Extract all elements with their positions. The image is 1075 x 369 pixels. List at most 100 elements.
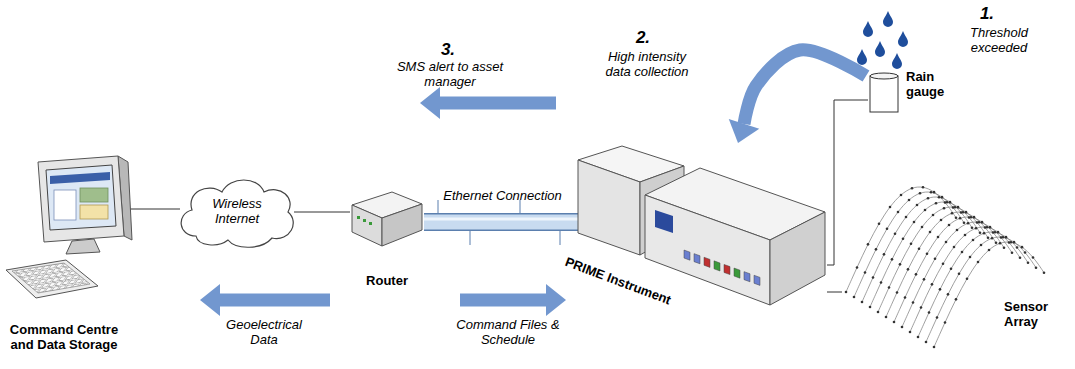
sensor-mesh [931, 283, 934, 286]
sensor-mesh [885, 316, 888, 319]
sensor-mesh [883, 253, 886, 256]
instrument-icon [714, 261, 720, 271]
computer-icon [6, 260, 98, 298]
sensor-mesh [846, 187, 956, 292]
sensor-mesh [934, 242, 1044, 347]
diagram-node: Router [350, 188, 424, 248]
sensor-mesh [973, 216, 976, 219]
sensor-mesh [928, 311, 931, 314]
sensor-mesh [980, 244, 983, 247]
sensor-mesh [854, 192, 964, 297]
computer-icon [38, 156, 124, 242]
sensor-mesh [983, 232, 986, 235]
sensor-mesh [929, 231, 932, 234]
sensor-mesh [949, 201, 952, 204]
rain-gauge-icon [857, 49, 867, 65]
command-arrow [460, 294, 546, 307]
sensor-mesh [989, 226, 992, 229]
connector-line [827, 292, 842, 293]
sensor-mesh [864, 271, 867, 274]
sensor-mesh [930, 191, 933, 194]
sensor-mesh [942, 263, 945, 266]
sensor-mesh [953, 246, 956, 249]
rain-gauge-icon [883, 11, 893, 27]
ethernet-cable-outline [424, 213, 581, 231]
sensor-mesh [986, 226, 989, 229]
sensor-mesh [862, 197, 972, 302]
node-label: Rain gauge [906, 70, 954, 100]
sensor-mesh [913, 221, 916, 224]
sensor-mesh [902, 238, 905, 241]
sensor-mesh [897, 211, 900, 214]
instrument-icon [684, 250, 760, 285]
sensor-mesh [894, 233, 897, 236]
router-icon [357, 216, 360, 219]
sensor-mesh [894, 217, 1004, 322]
alert-arrow-head [420, 87, 440, 119]
sensor-mesh [908, 199, 911, 202]
sensor-mesh [875, 248, 878, 251]
callout-text: Threshold exceeded [958, 26, 1040, 56]
sensor-mesh [909, 331, 912, 334]
node-label: PRIME Instrument [563, 255, 718, 325]
diagram-node: Sensor Array [842, 185, 1064, 357]
callout-number: 2. [628, 28, 658, 48]
sensor-mesh [981, 221, 984, 224]
sensor-mesh [867, 243, 870, 246]
callout-text: Geoelectrical Data [214, 318, 314, 348]
computer-icon [54, 190, 76, 220]
instrument-icon [754, 275, 760, 285]
router-icon [352, 205, 382, 246]
connector-group [729, 50, 866, 143]
sensor-mesh [888, 286, 891, 289]
sensor-mesh [1035, 266, 1038, 269]
sensor-mesh [877, 311, 880, 314]
ethernet-cable [424, 215, 581, 230]
sensor-mesh [964, 234, 967, 237]
sensor-mesh [987, 236, 990, 239]
node-label: Command Centre and Data Storage [0, 323, 131, 353]
rain-gauge-icon [898, 31, 908, 47]
sensor-mesh [889, 206, 892, 209]
ethernet-ticks [438, 200, 560, 245]
sensor-mesh [921, 226, 924, 229]
rain-gauge-icon [857, 11, 908, 69]
sensor-mesh [991, 237, 994, 240]
router-icon [382, 204, 422, 246]
sensor-mesh [962, 211, 965, 214]
connector-line [123, 209, 180, 210]
sensor-mesh [896, 291, 899, 294]
sensor-mesh [910, 227, 1020, 332]
sensor-mesh [919, 192, 922, 195]
sensor-mesh [963, 221, 966, 224]
sensor-mesh [924, 209, 927, 212]
sensor-mesh [1032, 256, 1035, 259]
instrument-icon [578, 160, 640, 255]
sensor-mesh [900, 194, 903, 197]
callout-text: High intensity data collection [594, 50, 700, 80]
sensor-mesh [946, 201, 949, 204]
instrument-icon [684, 250, 690, 260]
sensor-mesh [994, 231, 997, 234]
sensor-mesh [1021, 246, 1024, 249]
connector-line [827, 100, 868, 265]
sensor-mesh [878, 223, 881, 226]
sensor-mesh [918, 248, 921, 251]
sensor-mesh [966, 278, 969, 281]
sensor-mesh [945, 241, 948, 244]
sensor-mesh [907, 268, 910, 271]
router-icon [352, 192, 422, 246]
sensor-mesh [943, 207, 946, 210]
sensor-mesh [936, 316, 939, 319]
sensor-mesh [937, 236, 940, 239]
sensor-mesh [1002, 236, 1005, 239]
sensor-mesh [951, 212, 954, 215]
sensor-mesh [971, 226, 974, 229]
sensor-mesh [1013, 241, 1016, 244]
instrument-icon [744, 272, 750, 282]
alert-arrow [440, 97, 556, 110]
sensor-mesh [845, 291, 848, 294]
sensor-mesh [1024, 251, 1027, 254]
sensor-mesh [905, 216, 908, 219]
node-label: Wireless Internet [197, 197, 277, 227]
